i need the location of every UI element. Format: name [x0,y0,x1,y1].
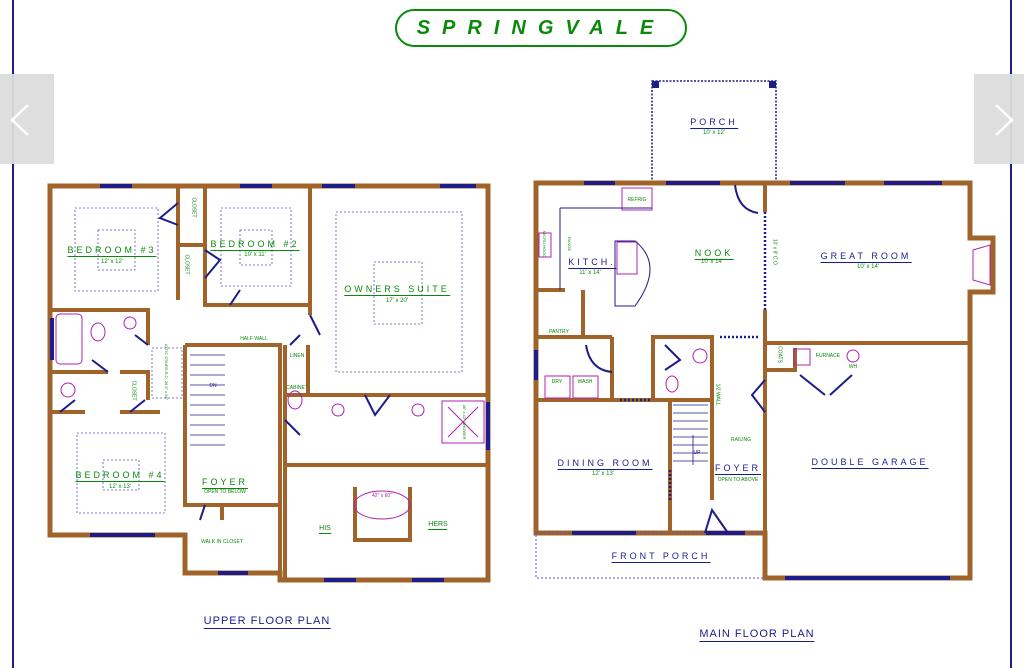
main-floor-plan-title: MAIN FLOOR PLAN [699,628,815,642]
label-porch: PORCH [690,117,738,129]
upper-stairs [190,354,225,446]
previous-image-button[interactable] [0,74,54,164]
label-his: HIS [319,525,331,534]
label-dining-room: DINING ROOM [557,458,653,470]
label-dn: DN [209,383,217,389]
main-interior-walls [536,183,970,578]
note-open-to-above: OPEN TO ABOVE [717,477,759,483]
size-owners-suite: 17' x 20' [386,298,408,304]
porch-post [652,81,659,88]
label-tub-size: 42" x 60" [372,493,392,499]
chevron-right-icon [995,104,1014,136]
label-linen: LINEN [289,353,305,359]
label-kitchen: KITCH. [568,257,616,269]
label-front-porch: FRONT PORCH [611,551,711,563]
label-micro-hood: MICRO HOOD [542,230,547,258]
plan-title-springvale: SPRINGVALE [395,9,687,47]
label-pantry: PANTRY [549,329,569,335]
main-openings [620,212,767,500]
label-hers: HERS [428,521,448,530]
label-wash: WASH [577,379,593,385]
size-bedroom-3: 12' x 12' [101,259,123,265]
main-floor-plan [533,80,996,581]
size-nook: 10' x 14' [701,259,723,265]
main-fixtures [538,187,991,399]
size-dining-room: 12' x 13' [592,471,614,477]
label-coats: COATS [776,346,783,363]
label-closet: CLOSET [130,380,137,401]
upper-doors [59,202,391,521]
label-dry: DRY [551,379,563,385]
size-great-room: 10' x 14' [857,264,879,270]
label-refrig: REFRIG [627,197,647,203]
upper-interior-walls [50,186,488,580]
main-kitchen-counters [559,207,652,307]
label-closet: CLOSET [190,197,197,218]
label-bedroom-4: BEDROOM #4 [75,470,165,482]
label-closet: CLOSET [183,254,190,275]
label-up: UP [693,450,701,456]
label-attic-stairs: ATTIC STAIRS R.O. 26.5" x 56" [164,343,169,401]
label-half-wall: HALF WALL [240,336,268,342]
size-bedroom-4: 12' x 13' [109,484,131,490]
label-bedroom-3: BEDROOM #3 [67,245,157,257]
next-image-button[interactable] [974,74,1024,164]
note-open-to-below: OPEN TO BELOW [204,489,246,495]
label-double-garage: DOUBLE GARAGE [811,457,929,469]
label-wh: WH [848,364,858,370]
size-kitchen: 11' x 14' [579,270,601,276]
label-nook: NOOK [694,248,734,260]
upper-floor-plan-title: UPPER FLOOR PLAN [203,615,331,629]
label-owners-suite: OWNERS SUITE [344,284,450,296]
upper-floor-plan [47,183,491,583]
size-bedroom-2: 10' x 11' [244,252,266,258]
upper-ceiling-lines [74,207,463,514]
size-porch: 10' x 12' [703,130,725,136]
label-railing: RAILING [730,437,752,443]
upper-windows [50,184,490,582]
front-porch-outline [535,532,766,579]
main-doors [585,184,853,534]
label-shower: 48" x 42" SHOWER [462,404,467,440]
chevron-left-icon [10,104,29,136]
label-furnace: FURNACE [815,353,841,359]
label-half-wall-main: 1/2 WALL [714,383,721,406]
label-walk-in-closet: WALK IN CLOSET [201,539,243,545]
porch-post [769,81,776,88]
label-great-room: GREAT ROOM [820,251,912,263]
upper-fixtures [55,313,485,520]
label-range: RANGE [567,236,572,252]
label-ceiling-opening: 10' x 8' C.O. [771,238,778,267]
label-bedroom-2: BEDROOM #2 [210,239,300,251]
label-main-foyer: FOYER [714,463,762,475]
label-cabinet: CABINET [286,385,308,391]
main-stairs [673,404,708,465]
label-upper-foyer: FOYER [201,477,249,489]
main-windows [534,181,950,580]
